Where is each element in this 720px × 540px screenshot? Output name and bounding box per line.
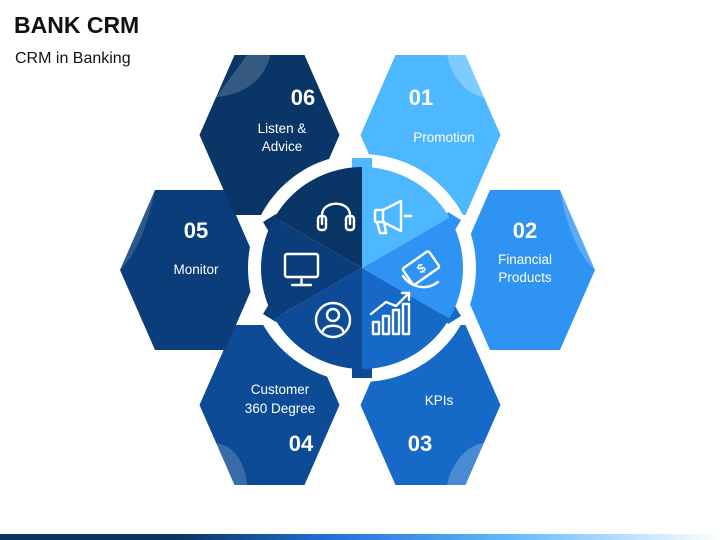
- wedge-03: [362, 268, 463, 369]
- wedge-02: [362, 204, 463, 332]
- hex-outer-02: [455, 190, 595, 350]
- item-number-06: 06: [291, 85, 315, 110]
- wedge-06: [261, 167, 362, 268]
- item-label-01: Promotion: [413, 130, 475, 145]
- user-circle-icon: [314, 301, 352, 339]
- item-number-03: 03: [408, 431, 432, 456]
- item-number-01: 01: [409, 85, 433, 110]
- item-label-04b: 360 Degree: [245, 401, 316, 416]
- item-label-06a: Listen &: [258, 121, 307, 136]
- page-subtitle: CRM in Banking: [15, 50, 131, 67]
- bottom-gradient-bar: [0, 534, 720, 540]
- item-label-02b: Products: [498, 270, 552, 285]
- item-label-05: Monitor: [173, 262, 219, 277]
- page-title: BANK CRM: [14, 12, 140, 38]
- item-number-04: 04: [289, 431, 314, 456]
- wedge-04: [261, 268, 362, 369]
- item-label-03: KPIs: [425, 393, 454, 408]
- wedge-01: [362, 167, 463, 268]
- growth-chart-icon: [369, 291, 411, 336]
- monitor-icon: [283, 252, 320, 287]
- hex-outer-05: [120, 190, 260, 350]
- wedge-05: [261, 204, 362, 332]
- item-label-04a: Customer: [251, 382, 310, 397]
- headphones-icon: [316, 202, 356, 232]
- item-number-05: 05: [184, 218, 208, 243]
- item-number-02: 02: [513, 218, 537, 243]
- megaphone-icon: [373, 199, 413, 235]
- item-label-02a: Financial: [498, 252, 552, 267]
- item-label-06b: Advice: [262, 139, 303, 154]
